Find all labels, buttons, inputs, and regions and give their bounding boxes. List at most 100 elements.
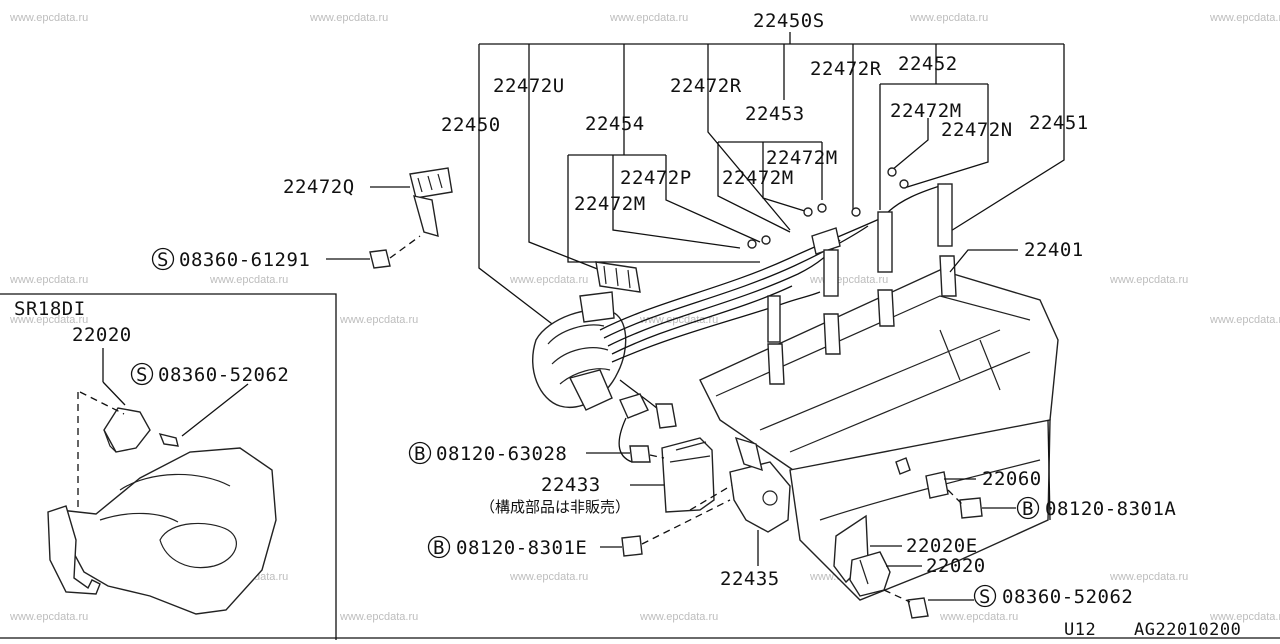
- label-22454: 22454: [585, 113, 645, 135]
- watermark: www.epcdata.ru: [1209, 314, 1280, 326]
- watermark: www.epcdata.ru: [639, 611, 718, 623]
- guide-dashed: [389, 235, 421, 259]
- ignition-coil: 22433 （構成部品は非販売） B 08120-63028: [408, 437, 745, 516]
- guide-dashed: [883, 589, 911, 603]
- cover-rib: [789, 351, 1031, 453]
- leader-line: [717, 142, 791, 233]
- coil-bracket-icon: [729, 461, 791, 533]
- clamp-bracket-icon: [413, 195, 439, 237]
- ignition-wire: [603, 225, 869, 339]
- inset-border: [0, 293, 337, 640]
- label-22472R-a: 22472R: [670, 75, 742, 97]
- leader-line: [478, 44, 561, 331]
- label-22472M-a: 22472M: [890, 100, 962, 122]
- cam-sensor-detail: [103, 429, 117, 453]
- ignition-coil-icon: [661, 437, 715, 513]
- label-08360-52062: 08360-52062: [1002, 586, 1133, 608]
- engine-head: [699, 269, 1059, 601]
- guide-dashed: [79, 391, 125, 415]
- manifold-rib: [99, 512, 179, 523]
- distributor-body-icon: [568, 369, 613, 411]
- label-08360-61291: 08360-61291: [179, 249, 310, 271]
- watermark: www.epcdata.ru: [509, 274, 588, 286]
- leader-line: [612, 155, 741, 249]
- ignition-wire: [599, 215, 887, 331]
- cover-edge: [715, 295, 1031, 397]
- watermark: www.epcdata.ru: [9, 274, 88, 286]
- ignition-wire: [611, 291, 821, 363]
- head-edge: [819, 459, 1041, 521]
- wire-clip-icon: [817, 203, 827, 213]
- plug-boot-icon: [877, 211, 893, 273]
- clamp-slots: [603, 265, 631, 289]
- footer-figure-id: AG22010200: [1134, 620, 1241, 640]
- leader-line: [762, 142, 809, 213]
- bolt-icon: [621, 535, 643, 557]
- coil-detail: [669, 441, 711, 463]
- label-08360-52062-inset: 08360-52062: [158, 364, 289, 386]
- bolt-icon: [907, 597, 929, 619]
- bracket-hole: [762, 490, 778, 506]
- label-22020E: 22020E: [906, 535, 978, 557]
- wire-boot-icon: [655, 403, 677, 429]
- label-22452: 22452: [898, 53, 958, 75]
- s-badge-icon: [130, 362, 154, 386]
- cam-sensor-icon: [103, 407, 151, 453]
- coil-wire: [618, 417, 633, 463]
- wire-clamp-icon: [595, 261, 641, 293]
- label-22020: 22020: [926, 555, 986, 577]
- label-22451: 22451: [1029, 112, 1089, 134]
- b-badge-icon: [1016, 496, 1040, 520]
- label-22472Q: 22472Q: [283, 176, 355, 198]
- footer-page-code: U12: [1064, 620, 1096, 640]
- guide-dashed: [649, 454, 665, 459]
- label-not-sold-note: （構成部品は非販売）: [480, 498, 630, 516]
- watermark: www.epcdata.ru: [1209, 611, 1280, 623]
- watermark: www.epcdata.ru: [9, 611, 88, 623]
- badge-letter: S: [136, 364, 148, 386]
- bolt-icon: [158, 432, 179, 447]
- bolt-icon: [629, 445, 651, 463]
- leader-line: [945, 44, 1065, 235]
- label-22435: 22435: [720, 568, 780, 590]
- sensor-detail: [859, 559, 869, 585]
- bolt-icon: [959, 497, 983, 519]
- throttle-bore: [159, 522, 237, 569]
- watermark: www.epcdata.ru: [1209, 12, 1280, 24]
- washer-icon: [895, 457, 911, 475]
- label-22472R-b: 22472R: [810, 58, 882, 80]
- wire-clip-icon: [899, 179, 909, 189]
- label-22401: 22401: [1024, 239, 1084, 261]
- watermark: www.epcdata.ru: [9, 12, 88, 24]
- label-22472N: 22472N: [941, 119, 1013, 141]
- label-22450: 22450: [441, 114, 501, 136]
- b-badge-icon: [408, 441, 432, 465]
- watermark: www.epcdata.ru: [509, 571, 588, 583]
- distributor: [532, 291, 627, 411]
- wire-clip-icon: [851, 207, 861, 217]
- spark-plug-icon: [877, 289, 895, 327]
- cap-detail: [547, 324, 605, 345]
- badge-letter: B: [1022, 498, 1034, 520]
- wire-clip-icon: [761, 235, 771, 245]
- label-08120-8301A: 08120-8301A: [1045, 498, 1176, 520]
- watermark: www.epcdata.ru: [1109, 571, 1188, 583]
- cap-detail: [559, 368, 611, 385]
- wire-boot-icon: [619, 393, 649, 419]
- leader-line: [102, 381, 126, 406]
- watermark: www.epcdata.ru: [1109, 274, 1188, 286]
- label-22472M-b: 22472M: [766, 147, 838, 169]
- wire-separator-icon: [811, 227, 841, 255]
- cover-rib: [759, 329, 1001, 431]
- watermark: www.epcdata.ru: [639, 314, 718, 326]
- mounting-bracket-icon: [47, 505, 101, 595]
- clamp-slots: [417, 173, 443, 193]
- guide-dashed: [641, 499, 731, 545]
- leader-line: [903, 142, 989, 189]
- label-08120-8301E: 08120-8301E: [456, 537, 587, 559]
- watermark: www.epcdata.ru: [909, 12, 988, 24]
- label-22020-inset: 22020: [72, 324, 132, 346]
- label-22450S: 22450S: [753, 10, 825, 32]
